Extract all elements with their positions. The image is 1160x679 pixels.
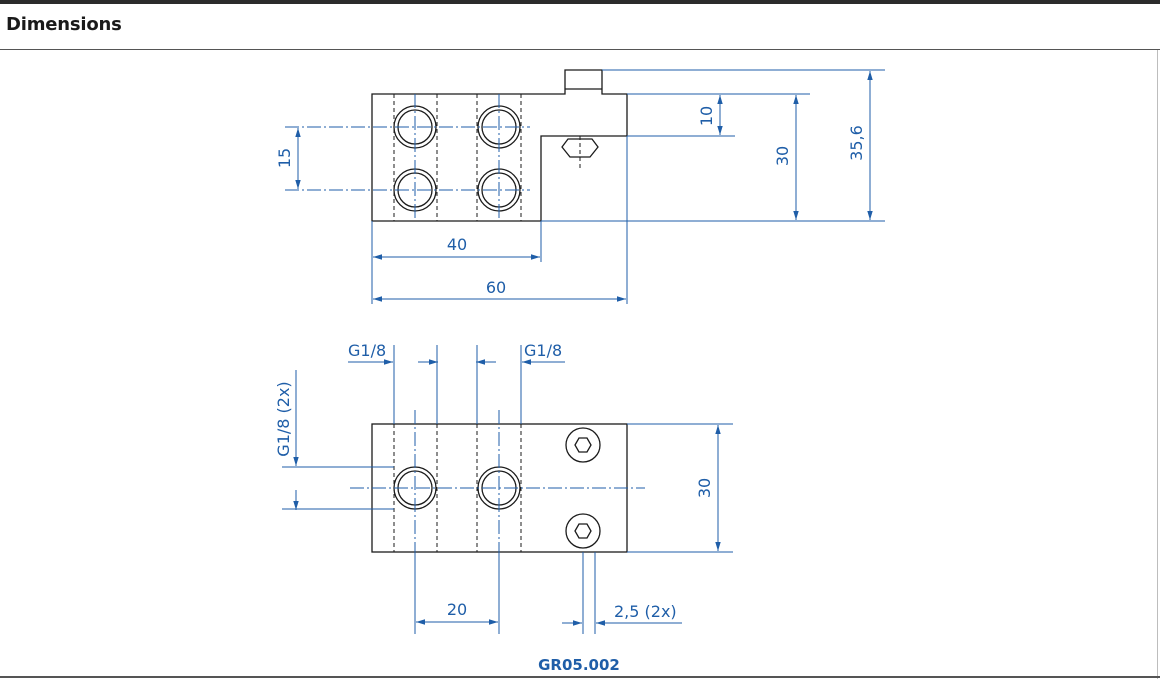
drawing-code: GR05.002 [538, 656, 620, 674]
side-ports [393, 105, 521, 212]
side-center-lines [285, 94, 530, 221]
dim-10-label: 10 [697, 106, 716, 126]
section-title: Dimensions [6, 14, 122, 35]
hidden-bores [393, 94, 522, 221]
right-border [1157, 50, 1158, 679]
title-divider [0, 49, 1160, 50]
dim-60-label: 60 [486, 278, 506, 297]
thread-right-label: G1/8 [524, 341, 562, 360]
dim-40-label: 40 [447, 235, 467, 254]
dim-30-side-label: 30 [773, 146, 792, 166]
dim-2-5-label: 2,5 (2x) [614, 602, 677, 621]
front-view: G1/8 G1/8 G1/8 (2x) 30 20 2,5 (2x) [274, 341, 733, 634]
thread-side-label: G1/8 (2x) [274, 381, 293, 456]
dim-30-front-label: 30 [695, 478, 714, 498]
thread-top-dims [348, 345, 565, 424]
thread-left-label: G1/8 [348, 341, 386, 360]
bottom-rule [0, 676, 1160, 678]
thread-side-dims [282, 370, 394, 510]
socket-screws [565, 427, 601, 549]
side-view: 15 10 30 35,6 40 60 [275, 69, 885, 304]
front-center-lines [350, 410, 645, 568]
side-extension-lines [371, 69, 885, 304]
front-hidden-bores [393, 424, 522, 552]
dim-35-6-label: 35,6 [847, 125, 866, 161]
top-rule [0, 0, 1160, 4]
t-slot-nut [561, 138, 599, 158]
dim-20-label: 20 [447, 600, 467, 619]
dim-15-label: 15 [275, 148, 294, 168]
